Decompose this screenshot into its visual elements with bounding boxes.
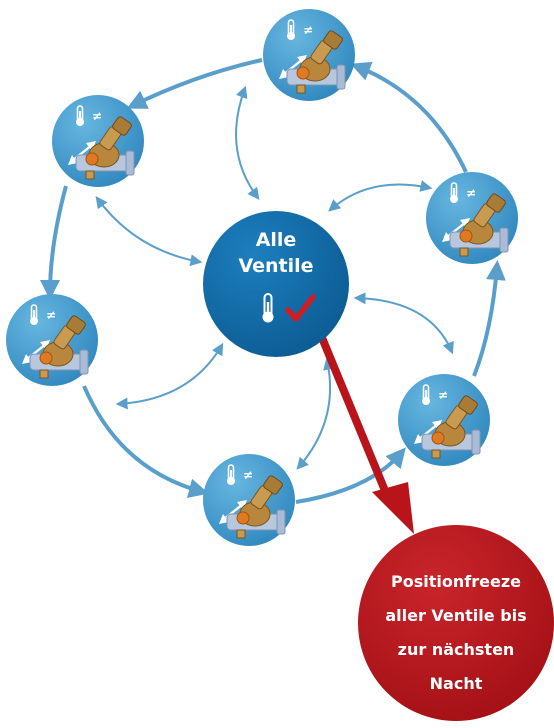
center-node: Alle Ventile [203, 211, 349, 357]
valve-node: ≠ [6, 294, 98, 386]
inner-arrow-left-center [115, 342, 224, 410]
ring-arrow-right-to-top [350, 61, 468, 173]
valve-icon [226, 475, 286, 539]
result-arrow [314, 324, 414, 534]
not-equal-icon: ≠ [46, 308, 56, 322]
inner-arrow-bottom-center [296, 357, 335, 470]
thermometer-icon [287, 19, 295, 40]
inner-double-arrows [95, 85, 454, 470]
result-line-1: Positionfreeze [391, 572, 521, 591]
valve-icon [449, 193, 509, 257]
result-line-3: zur nächsten [398, 640, 515, 659]
valve-node: ≠ [263, 9, 355, 101]
thermometer-icon [227, 464, 235, 485]
center-line-2: Ventile [238, 255, 313, 277]
inner-arrow-upperleft-center [95, 196, 203, 267]
thermometer-icon [262, 293, 274, 323]
thermometer-icon [30, 304, 38, 325]
valve-icon [29, 315, 89, 379]
ring-arrow-lowerright-to-right [472, 260, 506, 377]
checkmark-icon [285, 294, 316, 322]
inner-arrow-top-center [235, 85, 260, 200]
valve-node: ≠ [398, 374, 490, 466]
ring-arrow-left-to-bottom [82, 385, 209, 499]
not-equal-icon: ≠ [92, 109, 102, 123]
thermometer-icon [450, 182, 458, 203]
thermometer-icon [422, 384, 430, 405]
valve-node: ≠ [203, 454, 295, 546]
thermometer-icon [76, 105, 84, 126]
not-equal-icon: ≠ [243, 468, 253, 482]
not-equal-icon: ≠ [466, 186, 476, 200]
ring-arrow-top-to-upperleft [126, 58, 263, 109]
not-equal-icon: ≠ [303, 23, 313, 37]
inner-arrow-right-center [328, 180, 433, 212]
inner-arrow-lowerright-center [353, 292, 454, 355]
valve-node: ≠ [426, 172, 518, 264]
result-line-2: aller Ventile bis [385, 606, 526, 625]
valve-icon [421, 395, 481, 459]
valve-nodes: ≠ ≠ ≠ ≠ ≠ ≠ [6, 9, 518, 546]
result-node: Positionfreeze aller Ventile bis zur näc… [358, 525, 554, 721]
not-equal-icon: ≠ [438, 388, 448, 402]
ring-arrow-upperleft-to-left [40, 185, 68, 300]
center-line-1: Alle [256, 229, 297, 251]
result-line-4: Nacht [430, 674, 483, 693]
valve-node: ≠ [52, 95, 144, 187]
valve-icon [75, 116, 135, 180]
outer-ring-arrows [40, 58, 506, 504]
ring-arrow-bottom-to-lowerright [295, 447, 406, 504]
valve-icon [286, 30, 346, 94]
